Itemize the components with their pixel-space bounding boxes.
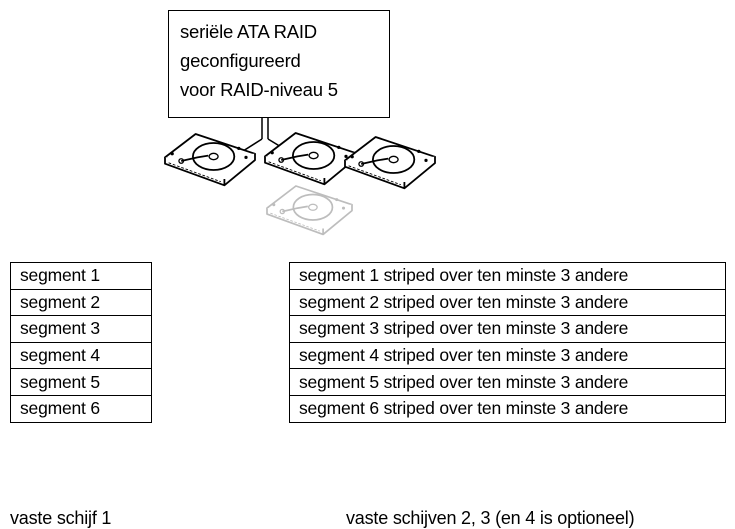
right-segment-cell: segment 5 striped over ten minste 3 ande…	[289, 368, 726, 396]
hard-drive-optional-icon	[266, 185, 353, 236]
caption-drive-1: vaste schijf 1	[10, 508, 112, 528]
right-segments-table: segment 1 striped over ten minste 3 ande…	[289, 262, 726, 423]
right-segment-cell: segment 3 striped over ten minste 3 ande…	[289, 315, 726, 343]
right-segment-cell: segment 2 striped over ten minste 3 ande…	[289, 288, 726, 317]
right-segment-cell: segment 4 striped over ten minste 3 ande…	[289, 341, 726, 370]
right-segment-cell: segment 1 striped over ten minste 3 ande…	[289, 262, 726, 290]
left-segment-cell: segment 4	[10, 341, 152, 370]
left-segment-cell: segment 5	[10, 368, 152, 396]
drives-diagram	[164, 117, 436, 236]
controller-line-1: seriële ATA RAID	[180, 21, 317, 42]
left-segment-cell: segment 6	[10, 394, 152, 423]
left-segment-cell: segment 1	[10, 262, 152, 290]
controller-line-2: geconfigureerd	[180, 50, 301, 71]
caption-drives-2-3-4: vaste schijven 2, 3 (en 4 is optioneel)	[346, 508, 635, 528]
left-segment-cell: segment 2	[10, 288, 152, 317]
controller-line-3: voor RAID-niveau 5	[180, 79, 338, 100]
raid-controller-box: seriële ATA RAID geconfigureerd voor RAI…	[168, 10, 390, 118]
hard-drive-icon	[344, 136, 436, 190]
hard-drive-icon	[164, 133, 256, 187]
hard-drive-icon	[264, 132, 356, 186]
left-segments-table: segment 1 segment 2 segment 3 segment 4 …	[10, 262, 152, 423]
right-segment-cell: segment 6 striped over ten minste 3 ande…	[289, 394, 726, 423]
left-segment-cell: segment 3	[10, 315, 152, 343]
